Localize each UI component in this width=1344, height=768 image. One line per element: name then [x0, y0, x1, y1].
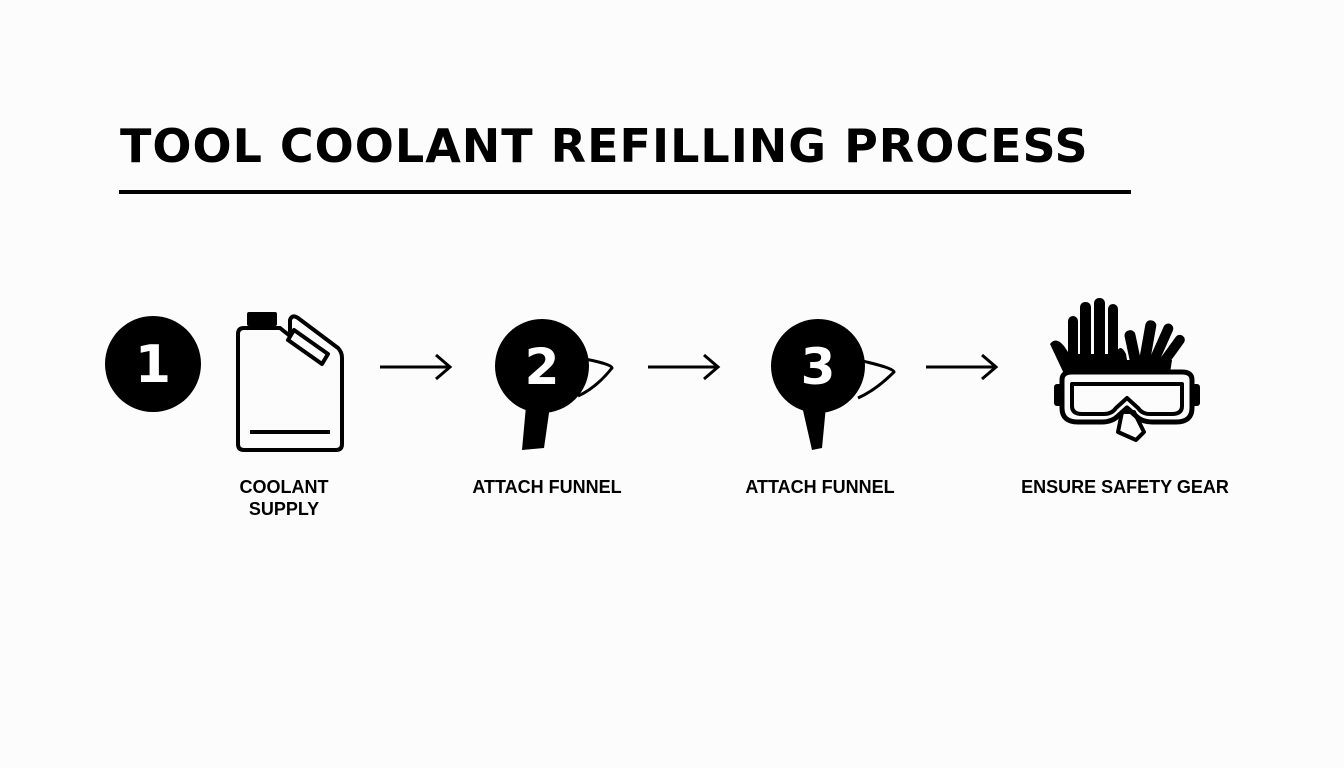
arrow-right-icon [926, 353, 999, 381]
step-1-number: 1 [135, 335, 171, 395]
step-2-label-line-1: ATTACH FUNNEL [472, 477, 622, 497]
step-1-label-line-2: SUPPLY [248, 499, 320, 519]
step-2-funnel-icon: 2 [495, 319, 614, 450]
step-3-label: ATTACH FUNNEL [725, 476, 915, 498]
step-2-number: 2 [525, 338, 560, 396]
step-3-number: 3 [801, 338, 836, 396]
step-1-label-line-1: COOLANT [239, 477, 329, 497]
arrow-right-icon [380, 353, 453, 381]
step-1-label: COOLANT SUPPLY [214, 476, 354, 520]
arrow-right-icon [648, 353, 721, 381]
step-3-funnel-icon: 3 [771, 319, 896, 450]
gloves-goggles-icon [1050, 298, 1200, 442]
step-4-label: ENSURE SAFETY GEAR [1000, 476, 1250, 498]
page-title: TOOL COOLANT REFILLING PROCESS [120, 119, 1089, 173]
step-2-label: ATTACH FUNNEL [452, 476, 642, 498]
title-divider [119, 190, 1131, 194]
coolant-jug-icon [236, 312, 344, 452]
step-1-badge: 1 [105, 316, 201, 412]
step-3-label-line-1: ATTACH FUNNEL [745, 477, 895, 497]
step-4-label-line-1: ENSURE SAFETY GEAR [1021, 477, 1229, 497]
